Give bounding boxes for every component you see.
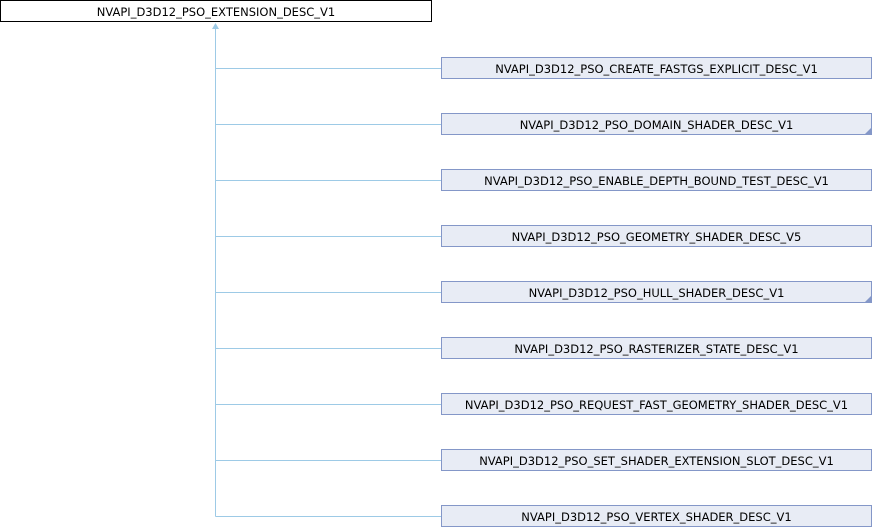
node-label: NVAPI_D3D12_PSO_RASTERIZER_STATE_DESC_V1 [514,342,799,356]
derived-class-node[interactable]: NVAPI_D3D12_PSO_REQUEST_FAST_GEOMETRY_SH… [441,393,872,415]
node-label: NVAPI_D3D12_PSO_REQUEST_FAST_GEOMETRY_SH… [464,398,849,412]
derived-class-node[interactable]: NVAPI_D3D12_PSO_GEOMETRY_SHADER_DESC_V5 [441,225,872,247]
derived-class-node[interactable]: NVAPI_D3D12_PSO_CREATE_FASTGS_EXPLICIT_D… [441,57,872,79]
derived-class-node[interactable]: NVAPI_D3D12_PSO_RASTERIZER_STATE_DESC_V1 [441,337,872,359]
collapsed-children-icon [865,296,871,302]
node-label: NVAPI_D3D12_PSO_HULL_SHADER_DESC_V1 [528,286,785,300]
node-label: NVAPI_D3D12_PSO_ENABLE_DEPTH_BOUND_TEST_… [484,174,829,188]
collapsed-children-icon [865,128,871,134]
derived-class-node[interactable]: NVAPI_D3D12_PSO_DOMAIN_SHADER_DESC_V1 [441,113,872,135]
derived-class-node[interactable]: NVAPI_D3D12_PSO_ENABLE_DEPTH_BOUND_TEST_… [441,169,872,191]
arrowhead-icon [212,23,219,29]
derived-class-node[interactable]: NVAPI_D3D12_PSO_HULL_SHADER_DESC_V1 [441,281,872,303]
node-label: NVAPI_D3D12_PSO_VERTEX_SHADER_DESC_V1 [521,510,792,524]
derived-class-node[interactable]: NVAPI_D3D12_PSO_SET_SHADER_EXTENSION_SLO… [441,449,872,471]
base-class-node[interactable]: NVAPI_D3D12_PSO_EXTENSION_DESC_V1 [0,0,432,22]
node-label: NVAPI_D3D12_PSO_GEOMETRY_SHADER_DESC_V5 [511,230,802,244]
node-label: NVAPI_D3D12_PSO_DOMAIN_SHADER_DESC_V1 [519,118,794,132]
node-label: NVAPI_D3D12_PSO_SET_SHADER_EXTENSION_SLO… [479,454,834,468]
node-label: NVAPI_D3D12_PSO_CREATE_FASTGS_EXPLICIT_D… [495,62,818,76]
derived-class-node[interactable]: NVAPI_D3D12_PSO_VERTEX_SHADER_DESC_V1 [441,505,872,527]
